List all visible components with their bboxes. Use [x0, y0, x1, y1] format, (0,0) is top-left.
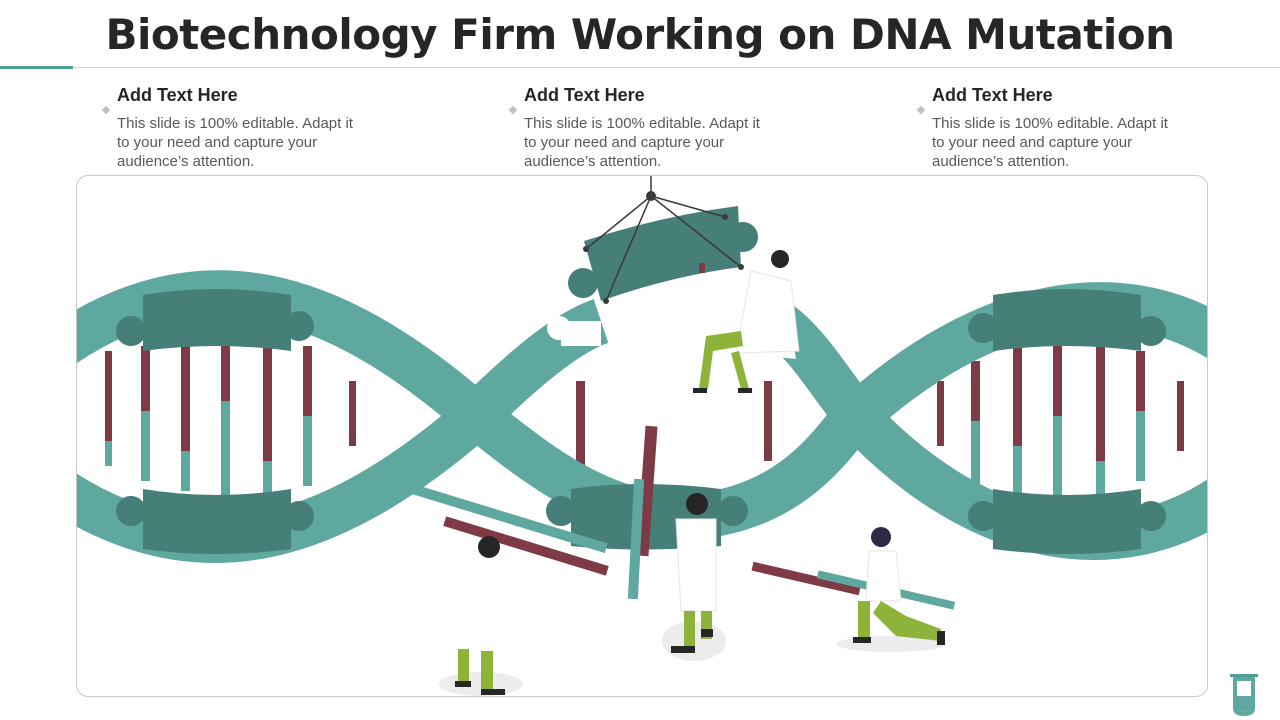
bullet-marker: [508, 105, 518, 115]
strand-gap-knob: [547, 316, 571, 340]
text-block-body: This slide is 100% editable. Adapt it to…: [117, 115, 353, 170]
text-block-2: Add Text Here This slide is 100% editabl…: [508, 84, 784, 171]
dna-rods: [394, 425, 956, 610]
title-divider: [0, 67, 1280, 68]
title-accent-bar: [0, 66, 73, 69]
page-title: Biotechnology Firm Working on DNA Mutati…: [105, 10, 1175, 59]
text-block-3: Add Text Here This slide is 100% editabl…: [916, 84, 1192, 171]
worker-figure-top: [693, 250, 800, 393]
dna-rungs-left: [105, 346, 356, 496]
bullet-marker: [916, 105, 926, 115]
text-block-body: This slide is 100% editable. Adapt it to…: [932, 115, 1168, 170]
illustration-frame: [76, 175, 1208, 697]
text-block-heading: Add Text Here: [524, 85, 645, 105]
crane-cables: [585, 176, 742, 302]
text-block-1: Add Text Here This slide is 100% editabl…: [101, 84, 377, 171]
crane-hooks: [583, 191, 744, 304]
bullet-marker: [101, 105, 111, 115]
worker-figure-center: [662, 493, 726, 661]
worker-figure-left: [439, 536, 523, 696]
test-tube-icon: [1230, 674, 1258, 716]
text-block-body: This slide is 100% editable. Adapt it to…: [524, 115, 760, 170]
strand-gap: [561, 321, 601, 346]
dna-helix-illustration: [77, 176, 1207, 696]
text-block-heading: Add Text Here: [117, 85, 238, 105]
dna-rungs-middle: [576, 381, 772, 491]
text-block-heading: Add Text Here: [932, 85, 1053, 105]
worker-figure-right: [836, 527, 946, 652]
dna-rungs-right: [937, 346, 1184, 496]
